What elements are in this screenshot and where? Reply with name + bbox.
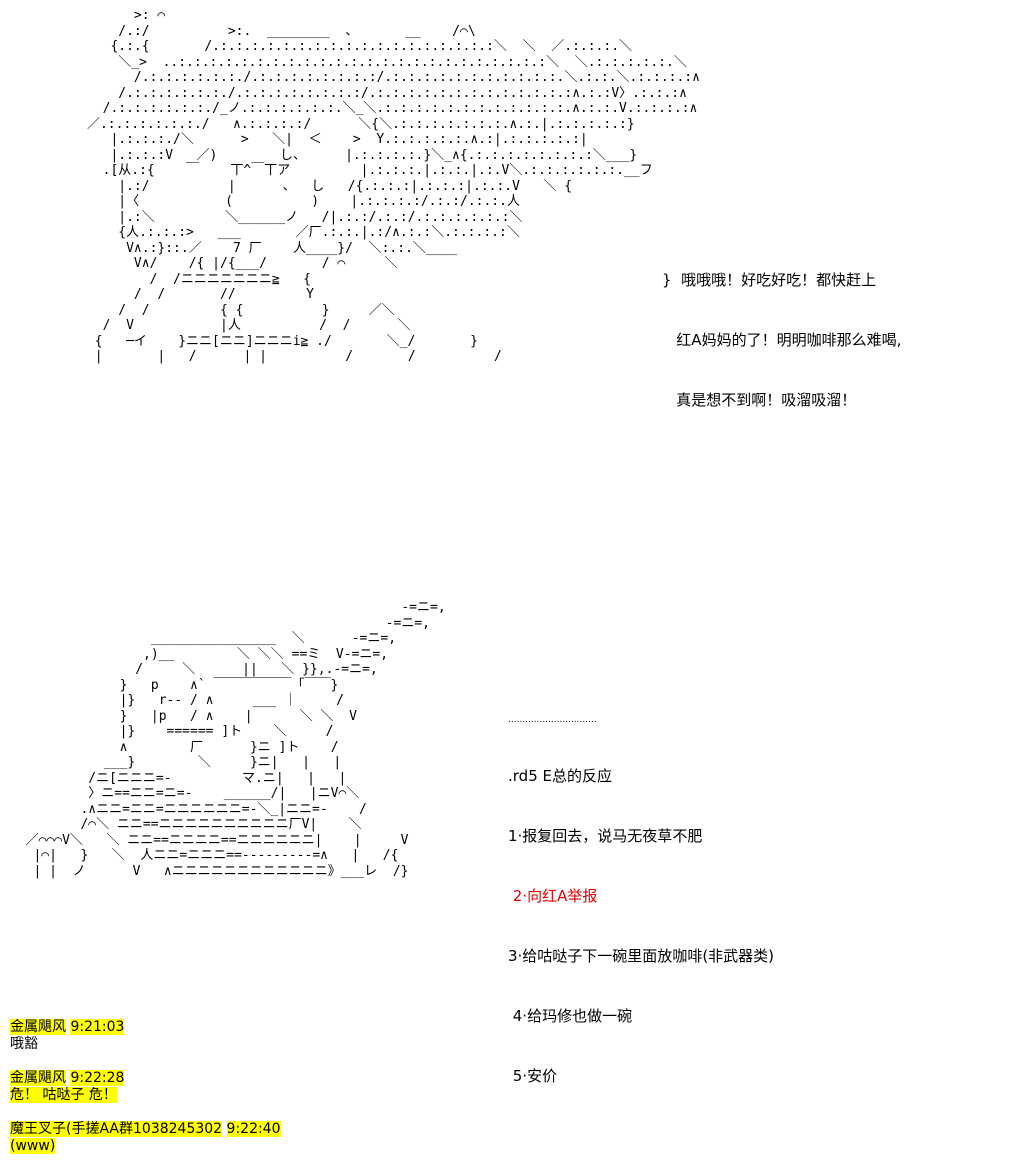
speech-bubble: } 哦哦哦！好吃好吃！都快赶上 红A妈妈的了！明明咖啡那么难喝, 真是想不到啊！…	[662, 230, 901, 430]
option-item-4: 4·给玛修也做一碗	[508, 1007, 633, 1025]
chat-message: 危！ 咕哒子 危！	[10, 1087, 281, 1104]
chat-gap	[10, 1053, 281, 1070]
chat-header: 魔王叉子(手搓AA群1038245302 9:22:40	[10, 1121, 281, 1138]
option-item-5: 5·安价	[508, 1067, 558, 1085]
option-item-3: 3·给咕哒子下一碗里面放咖啡(非武器类)	[508, 947, 775, 965]
chat-username: 金属飓风	[10, 1070, 66, 1086]
option-item-2: 2·向红A举报	[508, 887, 598, 905]
chat-message: (www)	[10, 1138, 281, 1155]
chat-log: 金属飓风 9:21:03 哦豁 金属飓风 9:22:28 危！ 咕哒子 危！ 魔…	[10, 1019, 281, 1155]
chat-time: 9:22:28	[70, 1070, 125, 1086]
chat-gap	[10, 1104, 281, 1121]
ascii-art-top: >: ⌒ /.:/ >:. ________ 、 __ /⌒\ {.:.{ /.…	[86, 8, 700, 364]
chat-username: 金属飓风	[10, 1019, 66, 1035]
chat-message-text: 危！ 咕哒子 危！	[10, 1087, 117, 1103]
chat-header: 金属飓风 9:21:03	[10, 1019, 281, 1036]
chat-username: 魔王叉子(手搓AA群1038245302	[10, 1121, 223, 1137]
speech-line: 红A妈妈的了！明明咖啡那么难喝,	[662, 331, 902, 349]
options-list: ............................... .rd5 E总的…	[508, 674, 774, 1106]
chat-message: 哦豁	[10, 1036, 38, 1052]
chat-time: 9:22:40	[226, 1121, 281, 1137]
chat-message-text: (www)	[10, 1138, 56, 1154]
chat-header: 金属飓风 9:22:28	[10, 1070, 281, 1087]
speech-line: 真是想不到啊！吸溜吸溜！	[662, 391, 857, 409]
options-dots: ...............................	[508, 715, 597, 725]
ascii-art-bottom: -=ニ=, -=ニ=, ________________ ＼ -=ニ=, ,)_…	[25, 600, 446, 879]
chat-time: 9:21:03	[70, 1019, 125, 1035]
options-header: .rd5 E总的反应	[508, 767, 612, 785]
option-item-1: 1·报复回去，说马无夜草不肥	[508, 827, 703, 845]
speech-line: } 哦哦哦！好吃好吃！都快赶上	[662, 271, 877, 289]
